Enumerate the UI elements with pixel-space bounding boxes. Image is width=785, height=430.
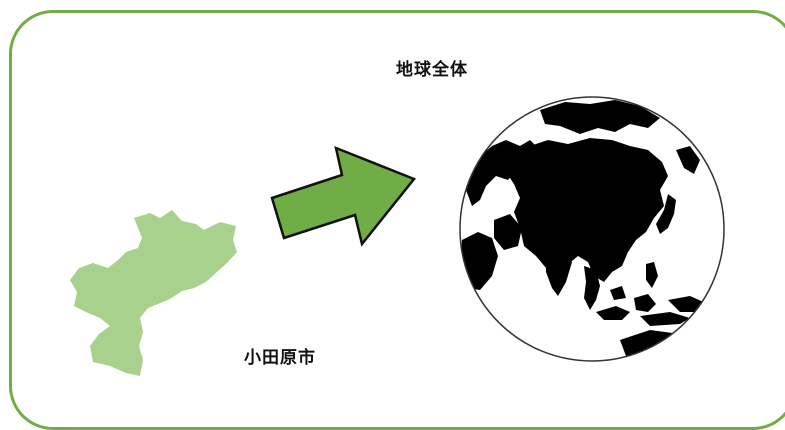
odawara-city-map-icon — [70, 210, 237, 376]
right-arrow-icon — [270, 145, 417, 247]
earth-globe-icon — [459, 96, 725, 362]
diagram-art — [70, 96, 725, 376]
city-label: 小田原市 — [244, 348, 316, 368]
globe-label: 地球全体 — [396, 60, 468, 80]
